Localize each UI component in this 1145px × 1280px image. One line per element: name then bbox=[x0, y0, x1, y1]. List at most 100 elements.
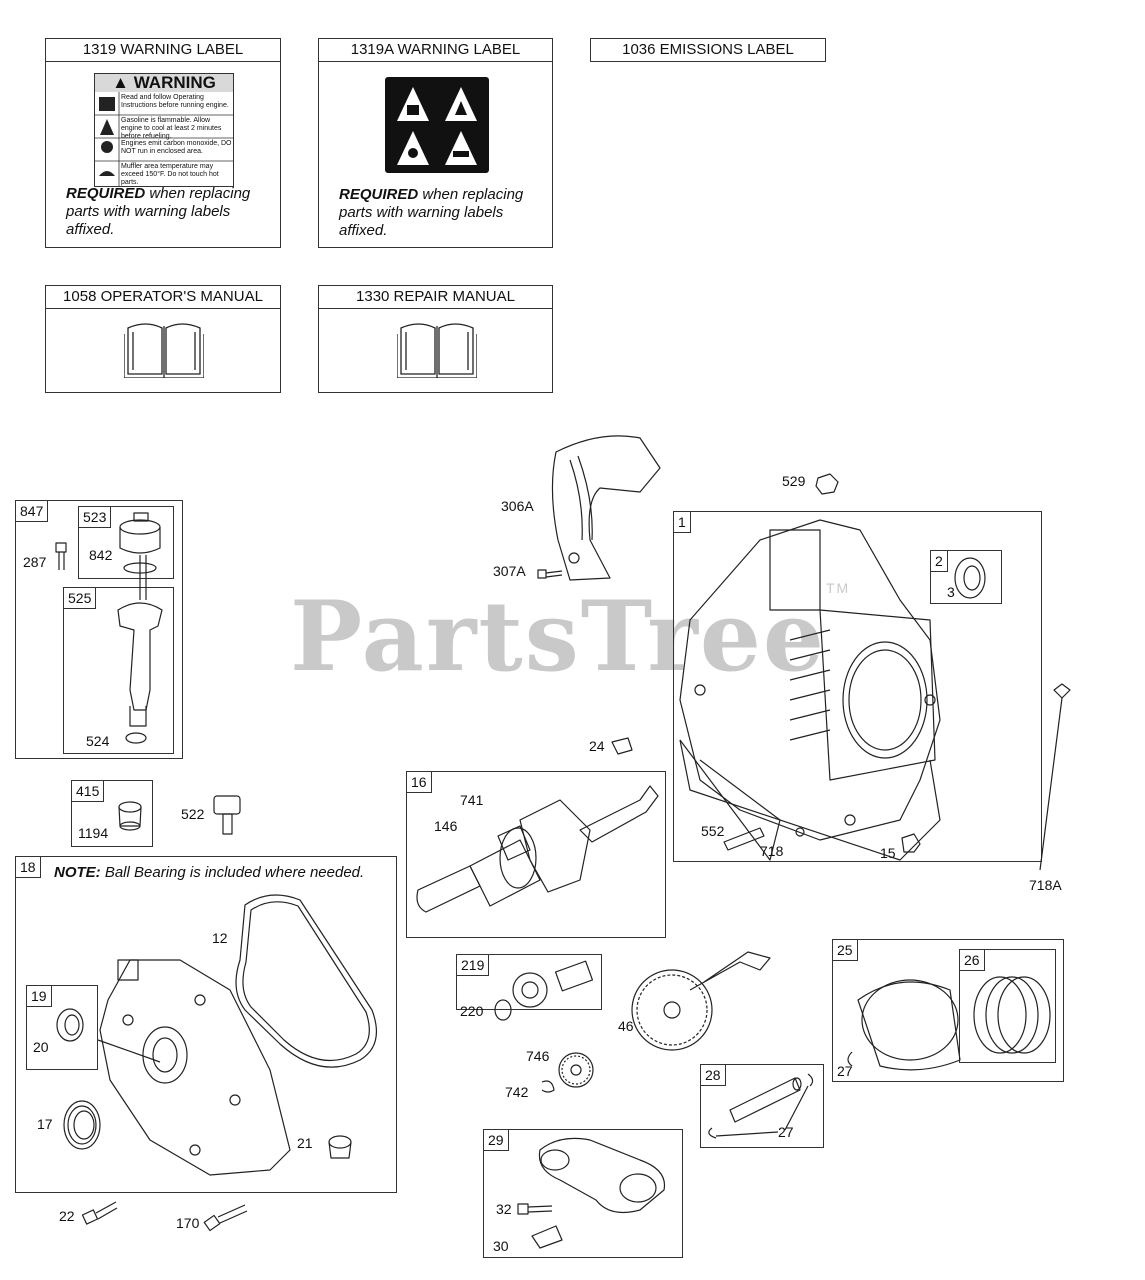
warning-sign-line-1: Read and follow Operating Instructions b… bbox=[121, 94, 229, 109]
operators-manual-1058-box[interactable]: 1058 OPERATOR'S MANUAL bbox=[45, 285, 281, 393]
connecting-rod-drawing bbox=[538, 1137, 666, 1213]
fumes-icon bbox=[101, 141, 113, 153]
group-ref-18: 18 bbox=[16, 857, 41, 878]
plug-21-drawing bbox=[328, 1135, 352, 1159]
group-ref-25: 25 bbox=[833, 940, 858, 961]
part-label-741[interactable]: 741 bbox=[460, 792, 484, 808]
seal-3-drawing bbox=[954, 557, 986, 599]
book-icon bbox=[397, 323, 477, 378]
warning-1319-required-text: REQUIRED when replacing parts with warni… bbox=[66, 185, 251, 238]
part-label-17[interactable]: 17 bbox=[37, 1116, 53, 1132]
part-label-220[interactable]: 220 bbox=[460, 1003, 484, 1019]
part-label-24[interactable]: 24 bbox=[589, 738, 605, 754]
warning-sign-line-3: Engines emit carbon monoxide, DO NOT run… bbox=[121, 140, 232, 155]
piston-pin-drawing bbox=[729, 1077, 802, 1123]
crankshaft-group-16[interactable]: 16 bbox=[406, 771, 666, 938]
group-ref-29: 29 bbox=[484, 1130, 509, 1151]
warning-sign-line-4: Muffler area temperature may exceed 150°… bbox=[121, 163, 219, 186]
part-label-742[interactable]: 742 bbox=[505, 1084, 529, 1100]
part-label-522[interactable]: 522 bbox=[181, 806, 205, 822]
warning-triangle-icon: ▲ bbox=[112, 73, 134, 92]
part-label-20[interactable]: 20 bbox=[33, 1039, 49, 1055]
key-24-drawing bbox=[611, 737, 633, 755]
piston-rings-drawing bbox=[973, 976, 1051, 1054]
part-label-718[interactable]: 718 bbox=[760, 843, 784, 859]
part-label-529[interactable]: 529 bbox=[782, 473, 806, 489]
watermark: PartsTreeTM bbox=[290, 580, 851, 693]
warning-pictogram-icon bbox=[385, 77, 489, 173]
bolt-287-drawing bbox=[55, 542, 67, 570]
part-label-842[interactable]: 842 bbox=[89, 547, 113, 563]
bearing-17-drawing bbox=[63, 1100, 101, 1150]
seal-group-2[interactable]: 2 bbox=[930, 550, 1002, 604]
part-label-46[interactable]: 46 bbox=[618, 1018, 634, 1034]
cap-group-523[interactable]: 523 bbox=[78, 506, 174, 579]
dowel-718-drawing bbox=[795, 827, 805, 837]
part-label-12[interactable]: 12 bbox=[212, 930, 228, 946]
part-label-21[interactable]: 21 bbox=[297, 1135, 313, 1151]
part-label-32[interactable]: 32 bbox=[496, 1201, 512, 1217]
part-label-1194[interactable]: 1194 bbox=[78, 825, 109, 841]
hot-surface-icon bbox=[99, 171, 115, 176]
part-label-146[interactable]: 146 bbox=[434, 818, 458, 834]
clip-742-drawing bbox=[541, 1080, 555, 1093]
seal-group-19[interactable]: 19 bbox=[26, 985, 98, 1070]
part-label-3[interactable]: 3 bbox=[947, 584, 955, 600]
part-label-170[interactable]: 170 bbox=[176, 1215, 200, 1231]
part-label-746[interactable]: 746 bbox=[526, 1048, 550, 1064]
pin-718a-drawing bbox=[1039, 683, 1071, 871]
plug-15-drawing bbox=[901, 833, 921, 853]
part-label-718a[interactable]: 718A bbox=[1029, 877, 1062, 893]
part-label-27-piston[interactable]: 27 bbox=[837, 1063, 853, 1079]
gear-746-drawing bbox=[558, 1052, 594, 1088]
nut-529-drawing bbox=[815, 473, 839, 495]
repair-manual-1330-box[interactable]: 1330 REPAIR MANUAL bbox=[318, 285, 553, 393]
group-ref-219: 219 bbox=[457, 955, 490, 976]
dipstick-cap-drawing bbox=[119, 512, 161, 600]
governor-group-219[interactable]: 219 bbox=[456, 954, 602, 1010]
part-label-30[interactable]: 30 bbox=[493, 1238, 509, 1254]
warning-label-1319a-header: 1319A WARNING LABEL bbox=[319, 39, 552, 62]
warning-label-1319-box[interactable]: 1319 WARNING LABEL ▲ WARNING Read and fo… bbox=[45, 38, 281, 248]
pin-group-28[interactable]: 28 bbox=[700, 1064, 824, 1148]
bolt-32-drawing bbox=[517, 1203, 553, 1215]
operators-manual-1058-header: 1058 OPERATOR'S MANUAL bbox=[46, 286, 280, 309]
rod-group-29[interactable]: 29 bbox=[483, 1129, 683, 1258]
piston-drawing bbox=[857, 979, 961, 1071]
tube-group-525[interactable]: 525 bbox=[63, 587, 174, 754]
seal-20-drawing bbox=[56, 1008, 84, 1042]
stud-170-drawing bbox=[203, 1204, 248, 1232]
dipstick-group-847[interactable]: 847 bbox=[15, 500, 183, 759]
manual-icon bbox=[99, 97, 115, 111]
plug-1194-drawing bbox=[118, 801, 142, 831]
warning-label-1319a-box[interactable]: 1319A WARNING LABEL REQUIRED when replac… bbox=[318, 38, 553, 248]
warning-sign-image: ▲ WARNING Read and follow Operating Inst… bbox=[94, 73, 234, 187]
crankcase-cover-drawing bbox=[99, 959, 291, 1176]
part-label-27-pin[interactable]: 27 bbox=[778, 1124, 794, 1140]
dowel-552-drawing bbox=[723, 827, 765, 851]
warning-sign-line-2: Gasoline is flammable. Allow engine to c… bbox=[121, 117, 222, 140]
camshaft-gear-46-drawing bbox=[631, 951, 771, 1051]
part-label-524[interactable]: 524 bbox=[86, 733, 110, 749]
part-label-307a[interactable]: 307A bbox=[493, 563, 526, 579]
emissions-label-1036-box[interactable]: 1036 EMISSIONS LABEL bbox=[590, 38, 826, 62]
part-label-287[interactable]: 287 bbox=[23, 554, 47, 570]
cylinder-block-drawing bbox=[679, 519, 941, 861]
part-label-552[interactable]: 552 bbox=[701, 823, 725, 839]
group-ref-523: 523 bbox=[79, 507, 112, 528]
rings-group-26[interactable]: 26 bbox=[959, 949, 1056, 1063]
part-label-306a[interactable]: 306A bbox=[501, 498, 534, 514]
group-ref-26: 26 bbox=[960, 950, 985, 971]
bolt-22-drawing bbox=[81, 1201, 118, 1225]
crankcase-cover-group-18[interactable]: 18 bbox=[15, 856, 397, 1193]
cylinder-group-1[interactable]: 1 bbox=[673, 511, 1042, 862]
part-label-22[interactable]: 22 bbox=[59, 1208, 75, 1224]
piston-group-25[interactable]: 25 bbox=[832, 939, 1064, 1082]
warning-label-1319-header: 1319 WARNING LABEL bbox=[46, 39, 280, 62]
part-label-15[interactable]: 15 bbox=[880, 845, 896, 861]
plug-group-415[interactable]: 415 bbox=[71, 780, 153, 847]
group-ref-847: 847 bbox=[16, 501, 49, 522]
gasket-12-drawing bbox=[235, 894, 378, 1068]
